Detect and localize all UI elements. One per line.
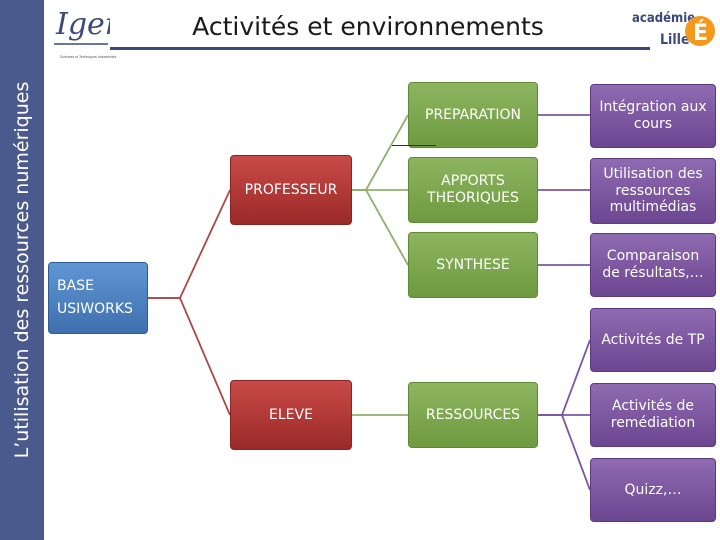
igen-logo-subtitle: Sciences et Techniques Industrielles xyxy=(60,55,117,59)
node-activites-tp-label: Activités de TP xyxy=(601,331,705,348)
title-rule xyxy=(110,47,650,50)
node-preparation: PREPARATION xyxy=(408,82,538,148)
academie-logo-letter: É xyxy=(693,20,708,46)
node-eleve-label: ELEVE xyxy=(269,406,313,423)
node-comparaison-resultats: Comparaison de résultats,… xyxy=(590,233,716,297)
node-synthese-label: SYNTHESE xyxy=(436,256,510,273)
node-base-usiworks-label: BASE USIWORKS xyxy=(57,277,133,317)
connector-root-eleve xyxy=(147,297,231,416)
node-activites-remediation: Activités de remédiation xyxy=(590,383,716,447)
node-synthese: SYNTHESE xyxy=(408,232,538,298)
node-apports-theoriques: APPORTS THEORIQUES xyxy=(408,157,538,223)
node-utilisation-ressources-label: Utilisation des ressources multimédias xyxy=(603,165,703,216)
node-activites-tp: Activités de TP xyxy=(590,308,716,372)
node-eleve: ELEVE xyxy=(230,380,352,450)
sidebar-band: L’utilisation des ressources numériques xyxy=(0,0,44,540)
node-base-usiworks: BASE USIWORKS xyxy=(48,262,148,334)
node-ressources-label: RESSOURCES xyxy=(425,406,521,423)
connector-professeur-preparation xyxy=(352,114,409,191)
connector-ressources-tp xyxy=(538,339,591,416)
academie-lille-logo: académie Lille É xyxy=(632,11,715,48)
node-comparaison-resultats-label: Comparaison de résultats,… xyxy=(602,248,704,281)
node-preparation-label: PREPARATION xyxy=(425,106,521,123)
connector-professeur-synthese xyxy=(352,189,409,266)
node-integration-cours: Intégration aux cours xyxy=(590,84,716,148)
igen-logo: Igen xyxy=(54,7,110,45)
node-apports-theoriques-label: APPORTS THEORIQUES xyxy=(427,173,519,206)
node-utilisation-ressources: Utilisation des ressources multimédias xyxy=(590,158,716,224)
node-activites-remediation-label: Activités de remédiation xyxy=(610,398,696,431)
node-quizz: Quizz,… xyxy=(590,458,716,522)
lille-logo-word: Lille xyxy=(660,32,690,48)
node-ressources: RESSOURCES xyxy=(408,382,538,448)
academie-logo-word: académie xyxy=(632,11,695,26)
node-quizz-label: Quizz,… xyxy=(624,481,682,498)
node-professeur-label: PROFESSEUR xyxy=(244,181,338,198)
page-title: Activités et environnements xyxy=(192,12,544,41)
node-professeur: PROFESSEUR xyxy=(230,155,352,225)
connector-root-professeur xyxy=(147,189,231,299)
academie-logo-disc xyxy=(685,16,715,46)
igen-logo-word: Igen xyxy=(55,7,110,42)
node-integration-cours-label: Intégration aux cours xyxy=(599,99,707,132)
connector-ressources-quizz xyxy=(538,414,591,491)
preparation-underline xyxy=(392,145,436,146)
